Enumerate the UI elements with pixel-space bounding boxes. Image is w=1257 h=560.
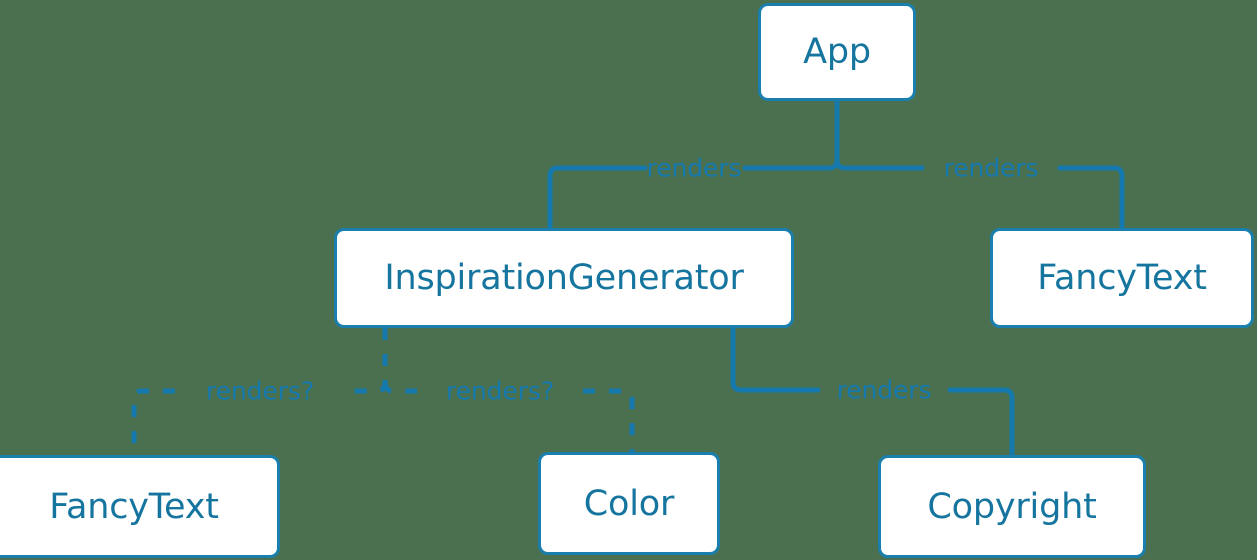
node-copyright-label: Copyright xyxy=(927,486,1097,527)
node-fancytext-top[interactable]: FancyText xyxy=(990,228,1254,328)
node-fancytext-top-label: FancyText xyxy=(1037,258,1207,298)
node-app[interactable]: App xyxy=(758,3,916,101)
node-fancytext-bottom-label: FancyText xyxy=(49,486,219,527)
node-inspiration-generator-label: InspirationGenerator xyxy=(384,258,744,298)
node-color-label: Color xyxy=(583,483,675,524)
edge-inspiration-copyright xyxy=(730,325,1015,458)
node-inspiration-generator[interactable]: InspirationGenerator xyxy=(334,228,794,328)
node-copyright[interactable]: Copyright xyxy=(878,455,1146,558)
edge-label-app-fancytext: renders xyxy=(943,153,1039,183)
edge-label-inspiration-fancytext: renders? xyxy=(206,376,314,406)
node-fancytext-bottom[interactable]: FancyText xyxy=(0,455,280,558)
edge-inspiration-color xyxy=(382,381,635,452)
node-app-label: App xyxy=(803,32,871,72)
edge-label-inspiration-color: renders? xyxy=(446,376,554,406)
edge-label-inspiration-copyright: renders xyxy=(836,375,932,405)
node-color[interactable]: Color xyxy=(538,452,720,555)
edge-label-app-inspiration: renders xyxy=(646,153,742,183)
edge-app-fancytext xyxy=(834,157,1125,231)
